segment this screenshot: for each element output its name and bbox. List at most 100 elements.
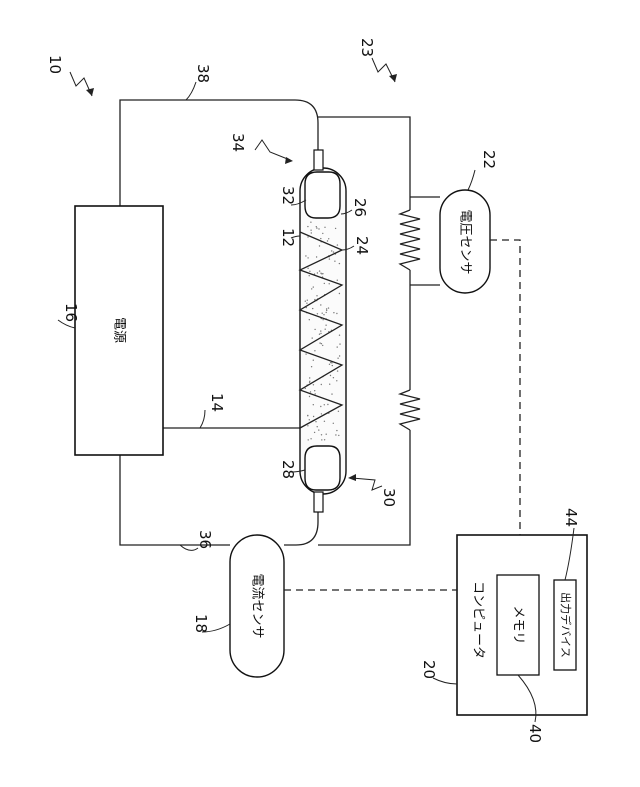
gas-dot bbox=[336, 313, 337, 314]
ref-12-text: 12 bbox=[279, 228, 297, 247]
gas-dot bbox=[308, 439, 309, 440]
ref-34: 34 bbox=[229, 133, 293, 164]
gas-dot bbox=[309, 419, 310, 420]
gas-dot bbox=[317, 272, 318, 273]
gas-dot bbox=[309, 381, 310, 382]
gas-dot bbox=[326, 434, 327, 435]
gas-dot bbox=[333, 377, 334, 378]
resistor-upper bbox=[400, 210, 420, 270]
gas-dot bbox=[327, 404, 328, 405]
gas-dot bbox=[312, 337, 313, 338]
gas-dot bbox=[320, 406, 321, 407]
gas-dot bbox=[314, 390, 315, 391]
gas-dot bbox=[322, 233, 323, 234]
gas-dot bbox=[323, 314, 324, 315]
gas-dot bbox=[337, 280, 338, 281]
electrode-stub-bottom bbox=[314, 492, 323, 512]
gas-dot bbox=[321, 434, 322, 435]
power-supply-label: 電源 bbox=[112, 317, 127, 343]
ref-20-text: 20 bbox=[420, 660, 438, 679]
gas-dot bbox=[326, 310, 327, 311]
ref-34-text: 34 bbox=[229, 133, 247, 152]
gas-dot bbox=[305, 388, 306, 389]
gas-dot bbox=[336, 380, 337, 381]
voltage-sensor-label: 電圧センサ bbox=[458, 209, 473, 274]
ref-18-text: 18 bbox=[192, 614, 210, 633]
gas-dot bbox=[321, 343, 322, 344]
ref-30-text: 30 bbox=[380, 488, 398, 507]
gas-dot bbox=[337, 244, 338, 245]
gas-dot bbox=[338, 435, 339, 436]
gas-dot bbox=[313, 416, 314, 417]
gas-dot bbox=[307, 300, 308, 301]
ref-14-text: 14 bbox=[208, 393, 226, 412]
ref-36-text: 36 bbox=[196, 530, 214, 549]
gas-dot bbox=[306, 303, 307, 304]
gas-dot bbox=[327, 240, 328, 241]
gas-dot bbox=[310, 230, 311, 231]
electrode-28 bbox=[305, 446, 340, 490]
gas-dot bbox=[313, 286, 314, 287]
gas-dot bbox=[319, 342, 320, 343]
gas-dot bbox=[331, 250, 332, 251]
gas-dot bbox=[324, 283, 325, 284]
gas-dot bbox=[324, 439, 325, 440]
output-device-label: 出力デバイス bbox=[559, 592, 573, 658]
gas-dot bbox=[316, 226, 317, 227]
gas-dot bbox=[315, 393, 316, 394]
gas-dot bbox=[309, 275, 310, 276]
gas-dot bbox=[307, 236, 308, 237]
gas-dot bbox=[329, 258, 330, 259]
gas-dot bbox=[324, 404, 325, 405]
gas-dot bbox=[329, 384, 330, 385]
gas-dot bbox=[307, 415, 308, 416]
ref-38-text: 38 bbox=[194, 64, 212, 83]
gas-dot bbox=[328, 307, 329, 308]
gas-dot bbox=[307, 257, 308, 258]
ref-36: 36 bbox=[180, 530, 214, 550]
ref-40-text: 40 bbox=[526, 724, 544, 743]
gas-dot bbox=[333, 312, 334, 313]
gas-dot bbox=[338, 411, 339, 412]
gas-dot bbox=[313, 384, 314, 385]
gas-dot bbox=[318, 429, 319, 430]
ref-16-text: 16 bbox=[62, 303, 80, 322]
gas-dot bbox=[305, 255, 306, 256]
gas-dot bbox=[330, 362, 331, 363]
ref-22: 22 bbox=[468, 150, 498, 190]
gas-dot bbox=[317, 313, 318, 314]
gas-dot bbox=[334, 261, 335, 262]
electrode-32 bbox=[305, 172, 340, 218]
computer-label: コンピュータ bbox=[471, 581, 486, 659]
gas-dot bbox=[309, 377, 310, 378]
gas-dot bbox=[336, 430, 337, 431]
gas-dot bbox=[337, 370, 338, 371]
gas-dot bbox=[339, 355, 340, 356]
ref-38: 38 bbox=[186, 64, 212, 100]
gas-dot bbox=[325, 325, 326, 326]
gas-dot bbox=[320, 333, 321, 334]
gas-dot bbox=[309, 319, 310, 320]
gas-dot bbox=[339, 293, 340, 294]
signal-voltage-to-computer bbox=[490, 240, 520, 535]
gas-dot bbox=[325, 329, 326, 330]
ref-12: 12 bbox=[279, 228, 300, 247]
gas-dot bbox=[337, 358, 338, 359]
gas-dot bbox=[322, 313, 323, 314]
ref-10: 10 bbox=[46, 55, 94, 96]
ref-44-text: 44 bbox=[562, 508, 580, 527]
gas-dot bbox=[339, 343, 340, 344]
gas-dot bbox=[333, 423, 334, 424]
gas-dot bbox=[324, 227, 325, 228]
gas-dot bbox=[339, 335, 340, 336]
gas-dot bbox=[305, 353, 306, 354]
gas-dot bbox=[330, 375, 331, 376]
electrode-stub-top bbox=[314, 150, 323, 170]
gas-dot bbox=[315, 421, 316, 422]
gas-dot bbox=[307, 226, 308, 227]
gas-dot bbox=[310, 222, 311, 223]
gas-dot bbox=[312, 308, 313, 309]
ref-18: 18 bbox=[192, 614, 230, 633]
gas-dot bbox=[310, 391, 311, 392]
ref-20: 20 bbox=[420, 660, 457, 684]
